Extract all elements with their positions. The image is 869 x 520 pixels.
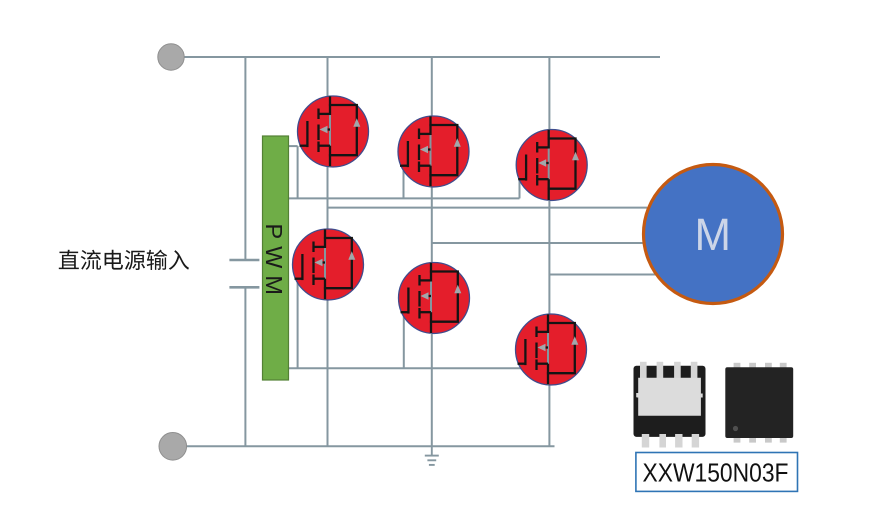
svg-text:PWM: PWM [261,224,287,302]
svg-text:M: M [695,209,732,260]
svg-text:XXW150N03F: XXW150N03F [643,457,789,487]
